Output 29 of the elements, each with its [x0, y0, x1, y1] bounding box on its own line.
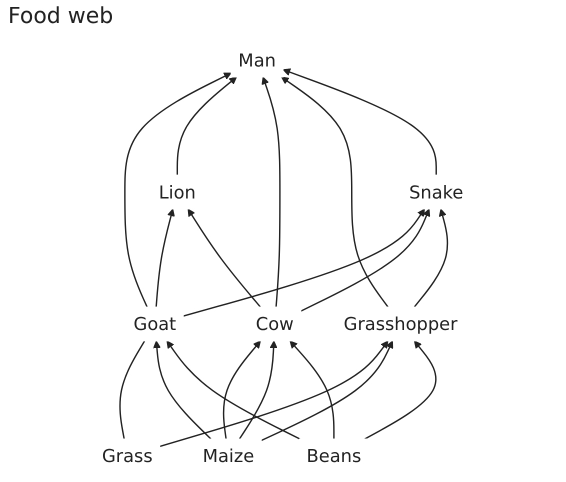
arrow: [156, 208, 176, 308]
node-text: Goat: [134, 313, 177, 335]
arrow: [300, 208, 430, 312]
node-text: Grasshopper: [344, 313, 458, 335]
arrow: [223, 340, 262, 440]
node-text: Man: [238, 49, 276, 71]
node-text: Grass: [102, 445, 153, 467]
arrow: [153, 340, 212, 440]
arrow: [262, 76, 281, 308]
diagram-title: Food web: [8, 4, 114, 29]
arrow: [364, 340, 437, 440]
arrow: [283, 68, 438, 176]
arrow: [261, 340, 394, 442]
node-text: Snake: [409, 181, 464, 203]
node-text: Cow: [256, 313, 294, 335]
arrow: [290, 340, 335, 439]
connector: [120, 340, 146, 440]
arrow: [176, 76, 238, 176]
arrow: [160, 340, 389, 448]
arrow: [414, 208, 448, 308]
node-text: Lion: [159, 181, 196, 203]
arrow: [183, 208, 426, 317]
arrow: [239, 340, 278, 440]
arrow: [124, 72, 232, 308]
arrow: [166, 340, 301, 440]
arrow: [281, 76, 389, 308]
node-text: Beans: [306, 445, 362, 467]
node-text: Maize: [202, 445, 255, 467]
arrow: [188, 208, 262, 308]
